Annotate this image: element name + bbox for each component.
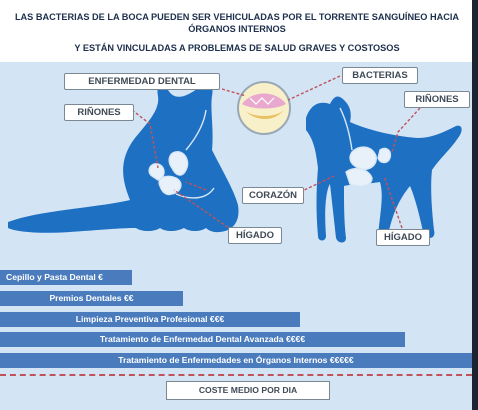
label-higado-dog: HÍGADO	[376, 229, 430, 246]
cost-bar-1: Cepillo y Pasta Dental €	[0, 270, 132, 285]
animal-diagram	[8, 75, 462, 243]
coste-medio-box: COSTE MEDIO POR DIA	[166, 381, 330, 400]
cost-bar-4: Tratamiento de Enfermedad Dental Avanzad…	[0, 332, 405, 347]
header-line-2: ÓRGANOS INTERNOS	[188, 24, 286, 34]
header: LAS BACTERIAS DE LA BOCA PUEDEN SER VEHI…	[0, 0, 474, 62]
mouth-bacteria-illustration	[237, 81, 291, 135]
label-bacterias: BACTERIAS	[342, 67, 418, 84]
dog-silhouette	[306, 96, 462, 243]
cost-bar-5: Tratamiento de Enfermedades en Órganos I…	[0, 353, 472, 368]
label-higado-cat: HÍGADO	[228, 227, 282, 244]
label-rinones-cat: RIÑONES	[64, 104, 134, 121]
label-enfermedad-dental: ENFERMEDAD DENTAL	[64, 73, 220, 90]
header-line-3: Y ESTÁN VINCULADAS A PROBLEMAS DE SALUD …	[74, 43, 400, 53]
label-corazon: CORAZÓN	[242, 187, 304, 204]
connector-lines	[131, 75, 421, 231]
cost-bar-3: Limpieza Preventiva Profesional €€€	[0, 312, 300, 327]
cat-organs	[148, 109, 215, 199]
right-edge-strip	[472, 0, 478, 410]
label-rinones-dog: RIÑONES	[404, 91, 470, 108]
header-line-1: LAS BACTERIAS DE LA BOCA PUEDEN SER VEHI…	[14, 12, 460, 22]
cost-bar-2: Premios Dentales €€	[0, 291, 183, 306]
divider-dashed-line	[0, 374, 472, 376]
dog-organs	[339, 107, 392, 187]
